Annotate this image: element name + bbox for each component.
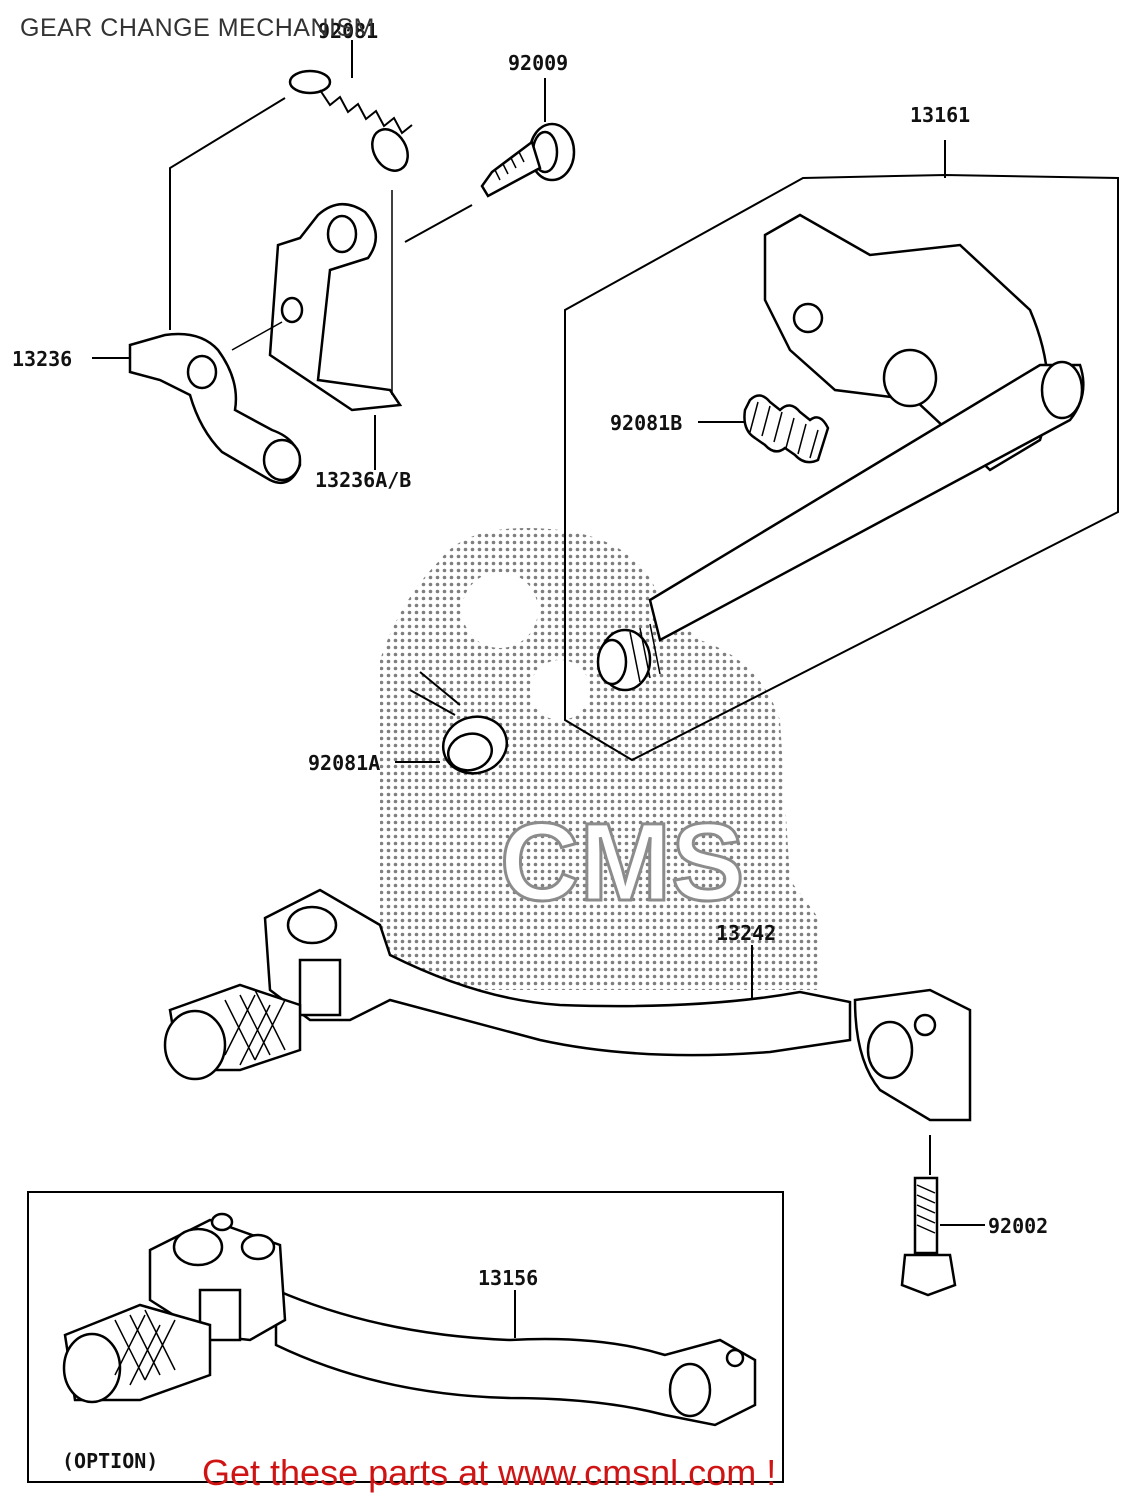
part-92009-bolt[interactable] xyxy=(480,122,576,198)
label-92002: 92002 xyxy=(988,1214,1048,1238)
label-13156: 13156 xyxy=(478,1266,538,1290)
part-92081b-spring[interactable] xyxy=(743,394,830,464)
label-13236: 13236 xyxy=(12,347,72,371)
option-pedal-final[interactable] xyxy=(62,1212,757,1427)
part-92081-spring[interactable] xyxy=(288,69,415,177)
label-option: (OPTION) xyxy=(62,1449,158,1473)
page-title: GEAR CHANGE MECHANISM xyxy=(20,14,375,42)
part-13236-lever[interactable] xyxy=(128,332,302,485)
label-13161: 13161 xyxy=(910,103,970,127)
label-92009: 92009 xyxy=(508,51,568,75)
label-92081a: 92081A xyxy=(308,751,380,775)
label-13242: 13242 xyxy=(716,921,776,945)
part-92081a-spring[interactable] xyxy=(409,671,513,780)
part-13242-shift-pedal[interactable] xyxy=(163,888,972,1122)
part-13161-shift-shaft[interactable] xyxy=(596,213,1085,692)
label-92081: 92081 xyxy=(318,19,378,43)
label-92081b: 92081B xyxy=(610,411,682,435)
part-92002-bolt[interactable] xyxy=(900,1176,957,1297)
footer-link[interactable]: Get these parts at www.cmsnl.com ! xyxy=(202,1452,777,1493)
label-13236ab: 13236A/B xyxy=(315,468,411,492)
watermark-text: CMS xyxy=(500,801,744,924)
option-box xyxy=(27,1191,784,1483)
cms-watermark: CMS xyxy=(380,528,820,990)
part-13236ab-lever[interactable] xyxy=(268,203,403,412)
